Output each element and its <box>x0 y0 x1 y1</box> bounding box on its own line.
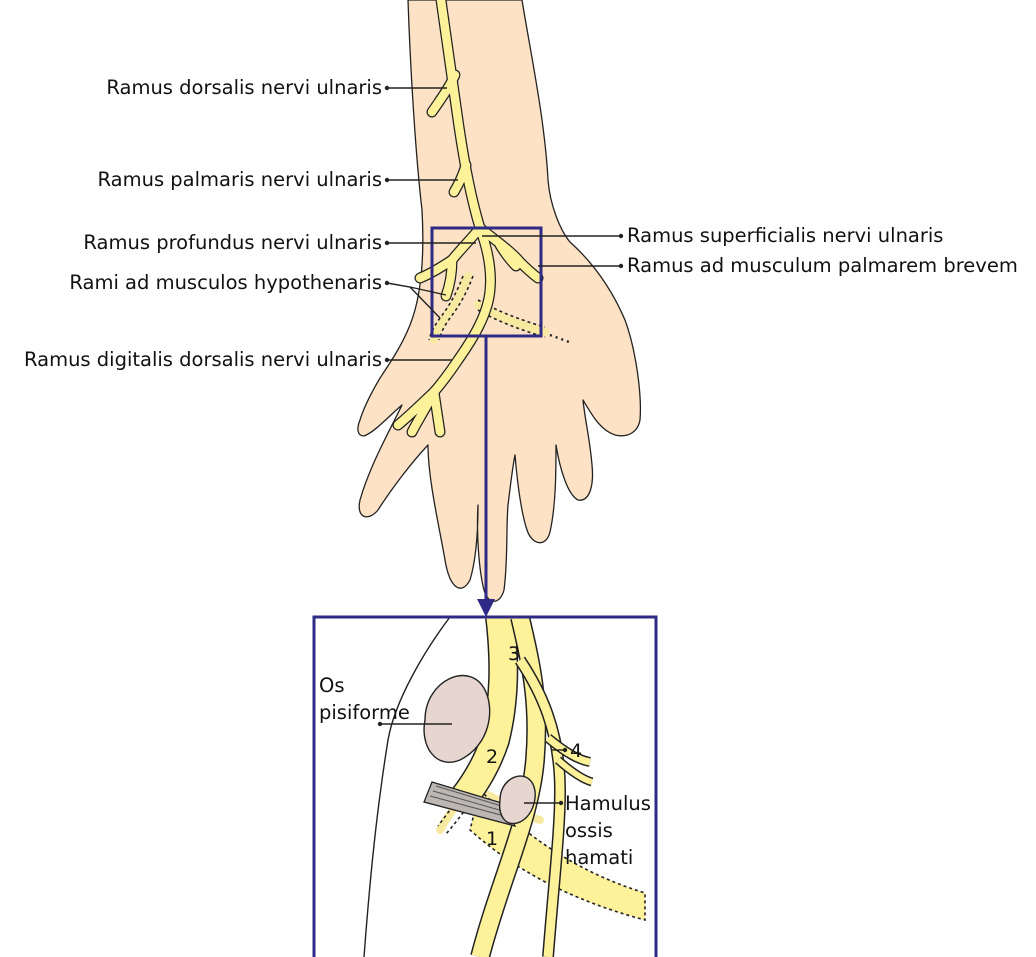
label-ossis: ossis <box>565 819 613 842</box>
label-os: Os <box>319 674 345 697</box>
label-ramus-profundus: Ramus profundus nervi ulnaris <box>83 231 382 254</box>
inset-detail: Os pisiforme Hamulus ossis hamati 1 2 3 … <box>314 617 656 957</box>
label-hamati: hamati <box>565 846 633 869</box>
number-4: 4 <box>570 740 582 762</box>
right-labels: Ramus superficialis nervi ulnaris Ramus … <box>627 224 1018 277</box>
label-hamulus: Hamulus <box>565 792 651 815</box>
number-3: 3 <box>508 643 520 665</box>
number-2: 2 <box>486 746 498 768</box>
label-ramus-digitalis-dorsalis: Ramus digitalis dorsalis nervi ulnaris <box>24 348 382 371</box>
number-1: 1 <box>486 828 498 850</box>
label-ramus-superficialis: Ramus superficialis nervi ulnaris <box>627 224 943 247</box>
left-labels: Ramus dorsalis nervi ulnaris Ramus palma… <box>24 76 382 371</box>
label-ramus-dorsalis: Ramus dorsalis nervi ulnaris <box>106 76 382 99</box>
label-rami-hypothenaris: Rami ad musculos hypothenaris <box>69 271 382 294</box>
label-ramus-palmarem-brevem: Ramus ad musculum palmarem brevem <box>627 254 1018 277</box>
label-pisiforme: pisiforme <box>319 701 410 724</box>
hand-silhouette <box>358 0 640 601</box>
label-ramus-palmaris: Ramus palmaris nervi ulnaris <box>98 168 382 191</box>
